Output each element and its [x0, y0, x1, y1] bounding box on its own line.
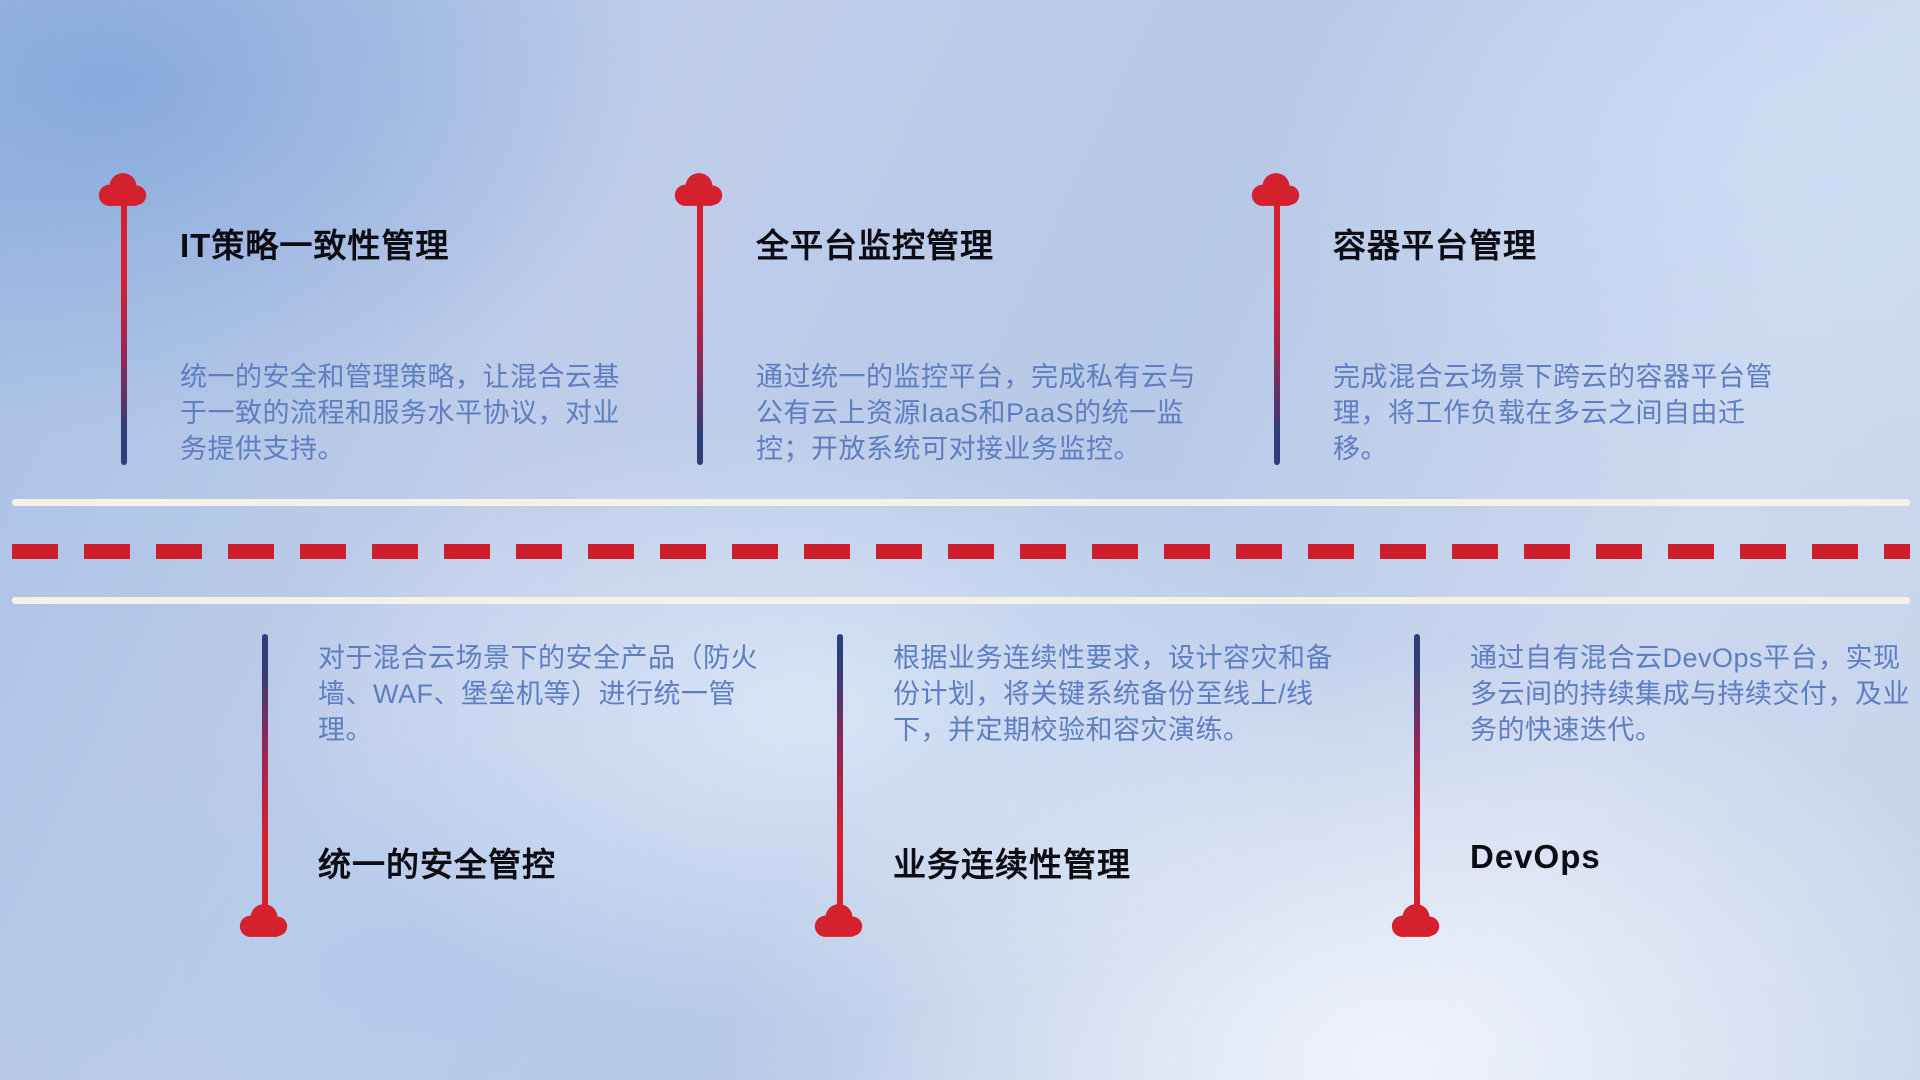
cloud-icon	[239, 904, 288, 937]
feature-description: 通过统一的监控平台，完成私有云与公有云上资源IaaS和PaaS的统一监控；开放系…	[756, 362, 1196, 464]
feature-column-it-policy: IT策略一致性管理 统一的安全和管理策略，让混合云基于一致的流程和服务水平协议，…	[98, 169, 644, 479]
feature-title: DevOps	[1470, 838, 1601, 875]
timeline-stem	[697, 201, 703, 465]
feature-description: 通过自有混合云DevOps平台，实现多云间的持续集成与持续交付，及业务的快速迭代…	[1470, 643, 1910, 745]
timeline-stem	[121, 201, 127, 465]
feature-title: 统一的安全管控	[318, 846, 556, 883]
cloud-icon	[814, 904, 863, 937]
timeline-stem	[1414, 634, 1420, 908]
timeline-stem	[1274, 201, 1280, 465]
road-line-top	[12, 499, 1910, 506]
feature-column-devops: 通过自有混合云DevOps平台，实现多云间的持续集成与持续交付，及业务的快速迭代…	[1391, 634, 1920, 954]
feature-title: 容器平台管理	[1333, 227, 1537, 264]
feature-description: 根据业务连续性要求，设计容灾和备份计划，将关键系统备份至线上/线下，并定期校验和…	[893, 643, 1333, 745]
road-dashed-centerline	[12, 544, 1910, 559]
feature-title: 全平台监控管理	[756, 227, 994, 264]
feature-description: 统一的安全和管理策略，让混合云基于一致的流程和服务水平协议，对业务提供支持。	[180, 362, 620, 464]
feature-column-business-continuity: 根据业务连续性要求，设计容灾和备份计划，将关键系统备份至线上/线下，并定期校验和…	[814, 634, 1360, 954]
cloud-icon	[674, 173, 723, 206]
cloud-icon	[1391, 904, 1440, 937]
cloud-icon	[1251, 173, 1300, 206]
feature-column-container-platform: 容器平台管理 完成混合云场景下跨云的容器平台管理，将工作负载在多云之间自由迁移。	[1251, 169, 1797, 479]
timeline-stem	[262, 634, 268, 908]
feature-description: 完成混合云场景下跨云的容器平台管理，将工作负载在多云之间自由迁移。	[1333, 362, 1773, 464]
cloud-icon	[98, 173, 147, 206]
feature-column-security-control: 对于混合云场景下的安全产品（防火墙、WAF、堡垒机等）进行统一管理。 统一的安全…	[239, 634, 785, 954]
feature-column-monitoring: 全平台监控管理 通过统一的监控平台，完成私有云与公有云上资源IaaS和PaaS的…	[674, 169, 1220, 479]
feature-title: 业务连续性管理	[893, 846, 1131, 883]
road-line-bottom	[12, 597, 1910, 604]
feature-description: 对于混合云场景下的安全产品（防火墙、WAF、堡垒机等）进行统一管理。	[318, 643, 758, 745]
timeline-stem	[837, 634, 843, 908]
feature-title: IT策略一致性管理	[180, 227, 450, 264]
